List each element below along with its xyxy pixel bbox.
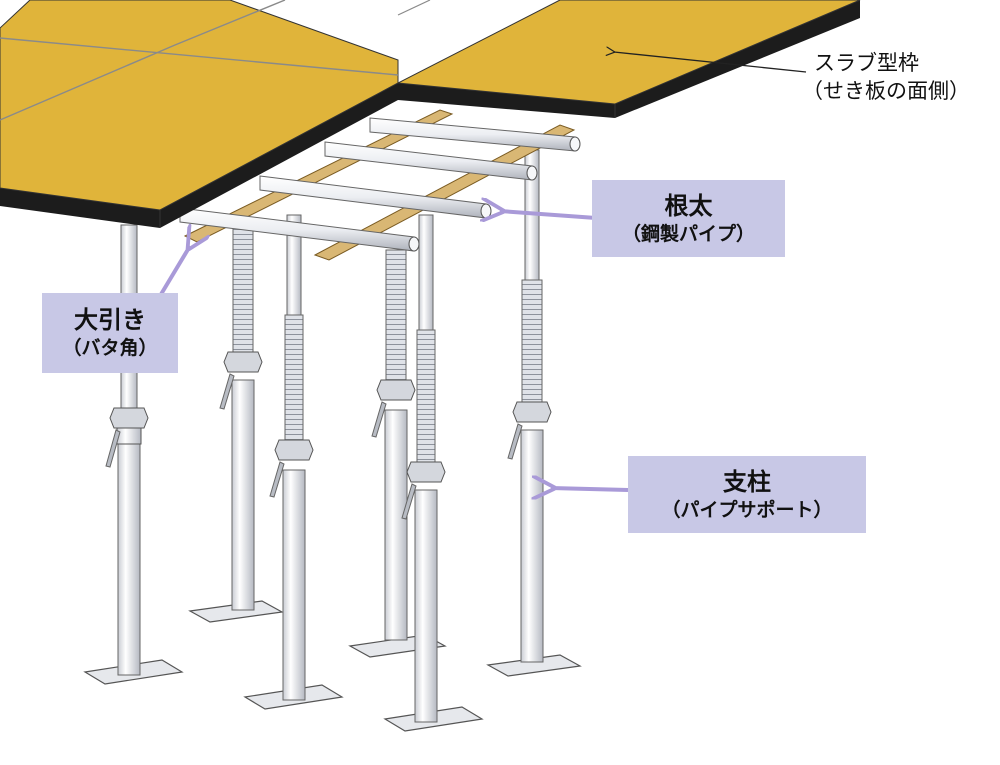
plywood-panel-left-edge (0, 83, 398, 228)
joist-leader-arrow (500, 211, 597, 218)
steel-joist (179, 207, 420, 252)
pipe-support (401, 214, 446, 723)
joist-label: 根太 （鋼製パイプ） (592, 180, 785, 257)
pipe-support (371, 249, 416, 641)
support-label: 支柱 （パイプサポート） (628, 456, 866, 533)
pipe-support (219, 219, 263, 611)
joist-label-line2: （鋼製パイプ） (621, 222, 755, 245)
beam-label: 大引き （バタ角） (42, 293, 178, 373)
support-label-line2: （パイプサポート） (661, 498, 833, 521)
joist-label-line1: 根太 (664, 191, 713, 220)
steel-joist (324, 141, 538, 181)
beam-label-line1: 大引き (74, 306, 146, 334)
plywood-panel-right-top (396, 0, 861, 105)
slab-leader-arrow (614, 52, 807, 73)
steel-joist (369, 117, 581, 152)
support-leader-arrow (551, 488, 629, 490)
slab-formwork (0, 0, 861, 228)
slab-formwork-label-line1: スラブ型枠 (814, 51, 919, 75)
slab-formwork-label-line2: （せき板の面側） (802, 79, 970, 103)
base-plates (83, 600, 582, 732)
pipe-support (269, 214, 314, 701)
pipe-supports (105, 149, 552, 723)
beam-label-line2: （バタ角） (62, 337, 158, 359)
support-label-line1: 支柱 (723, 467, 771, 496)
steel-joists (179, 117, 581, 252)
beam-leader-arrow (158, 246, 190, 298)
pipe-support (507, 149, 552, 663)
plywood-panel-left-top (0, 0, 399, 211)
slab-formwork-label: スラブ型枠 （せき板の面側） (770, 49, 970, 105)
